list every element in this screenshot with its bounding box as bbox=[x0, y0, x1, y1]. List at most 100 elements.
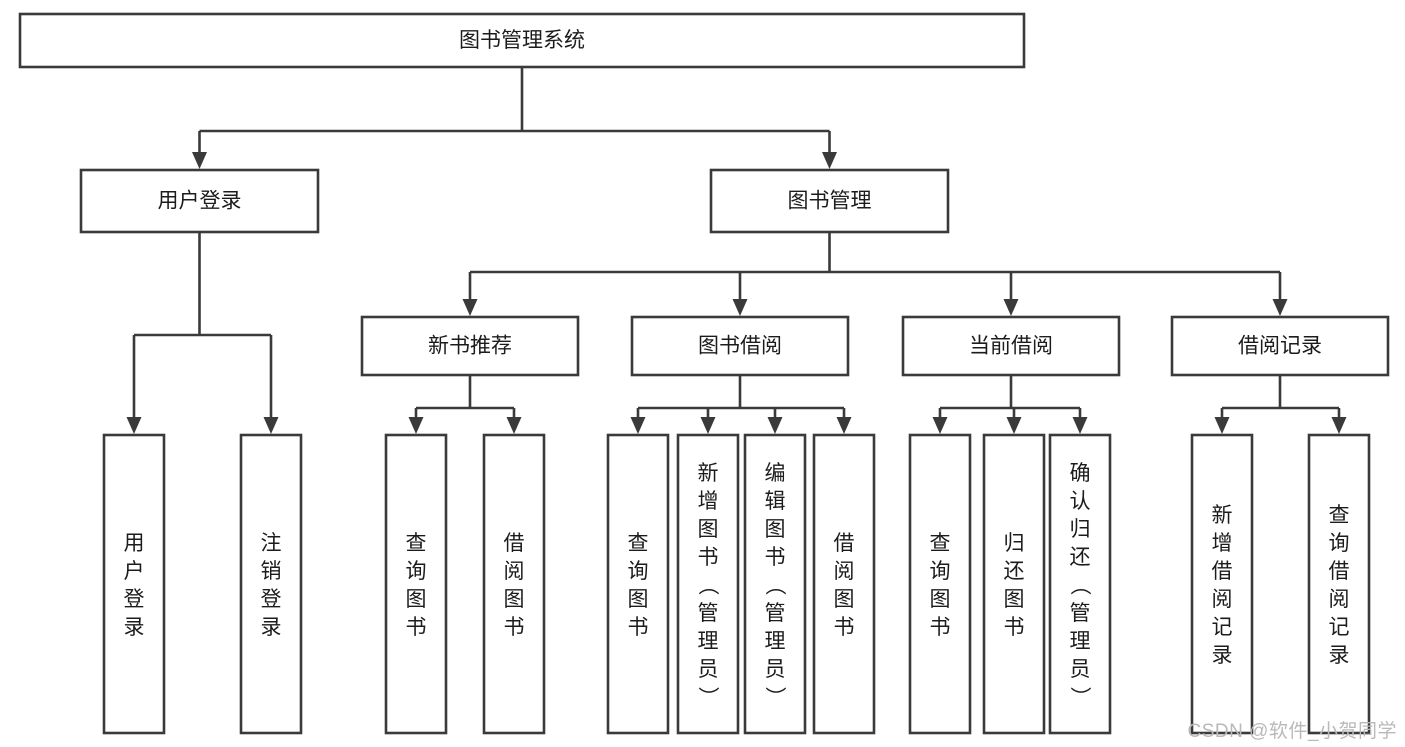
node-label-char: 查 bbox=[930, 532, 951, 555]
node-box[interactable] bbox=[982, 433, 1046, 735]
node-label-char: 借 bbox=[1212, 560, 1233, 583]
node-label-char: 询 bbox=[628, 560, 649, 583]
node-label: 图书借阅 bbox=[698, 335, 782, 358]
node-label-char: 增 bbox=[1212, 532, 1233, 555]
node-label-char: 认 bbox=[1070, 490, 1091, 513]
node-box[interactable] bbox=[1190, 433, 1254, 735]
node-label-char: 书 bbox=[628, 616, 649, 639]
connector-group bbox=[932, 375, 1088, 434]
node-box[interactable] bbox=[18, 12, 1026, 69]
node-box[interactable] bbox=[676, 433, 740, 735]
node-label-char: 图 bbox=[765, 518, 786, 541]
node-label-char: 询 bbox=[406, 560, 427, 583]
node-label-char: 注 bbox=[261, 532, 282, 555]
node-label-char: 理 bbox=[1070, 630, 1091, 653]
node-label-char: 记 bbox=[1212, 616, 1233, 639]
level3-node-borrow-record[interactable]: 借阅记录 bbox=[1170, 315, 1390, 377]
node-box[interactable] bbox=[743, 433, 807, 735]
node-label-char: 书 bbox=[765, 546, 786, 569]
arrow-head-icon bbox=[192, 152, 207, 169]
node-label-char: 录 bbox=[261, 616, 282, 639]
node-label-char: 询 bbox=[1329, 532, 1350, 555]
node-label-char: 图 bbox=[698, 518, 719, 541]
root-node-root[interactable]: 图书管理系统 bbox=[18, 12, 1026, 69]
connector-group bbox=[462, 232, 1288, 316]
leaf-node-leaf-user-login[interactable]: 用户登录 bbox=[102, 433, 166, 735]
node-label-char: 增 bbox=[698, 490, 719, 513]
node-label-char: 员 bbox=[765, 658, 786, 681]
node-label-char: ） bbox=[763, 686, 786, 707]
node-box[interactable] bbox=[102, 433, 166, 735]
node-box[interactable] bbox=[709, 168, 950, 234]
node-box[interactable] bbox=[901, 315, 1121, 377]
node-label-char: 书 bbox=[698, 546, 719, 569]
node-box[interactable] bbox=[606, 433, 670, 735]
node-label-char: ） bbox=[1068, 686, 1091, 707]
edges-layer bbox=[126, 67, 1347, 434]
node-label-char: 辑 bbox=[765, 490, 786, 513]
arrow-head-icon bbox=[822, 152, 837, 169]
node-label-char: 询 bbox=[930, 560, 951, 583]
node-box[interactable] bbox=[482, 433, 546, 735]
level3-node-current-borrow[interactable]: 当前借阅 bbox=[901, 315, 1121, 377]
node-label-char: 确 bbox=[1070, 462, 1091, 485]
node-label-char: 还 bbox=[1070, 546, 1091, 569]
node-box[interactable] bbox=[1307, 433, 1371, 735]
arrow-head-icon bbox=[630, 417, 646, 434]
level3-node-book-borrow[interactable]: 图书借阅 bbox=[630, 315, 850, 377]
arrow-head-icon bbox=[732, 299, 748, 316]
arrow-head-icon bbox=[700, 417, 716, 434]
node-label-char: 记 bbox=[1329, 616, 1350, 639]
level3-node-new-book-rec[interactable]: 新书推荐 bbox=[360, 315, 580, 377]
node-box[interactable] bbox=[1048, 433, 1112, 735]
node-box[interactable] bbox=[360, 315, 580, 377]
node-label-char: 管 bbox=[765, 602, 786, 625]
node-box[interactable] bbox=[908, 433, 972, 735]
node-box[interactable] bbox=[384, 433, 448, 735]
node-label: 图书管理系统 bbox=[459, 29, 585, 52]
node-box[interactable] bbox=[812, 433, 876, 735]
level2-node-user-login[interactable]: 用户登录 bbox=[79, 168, 320, 234]
node-label: 用户登录 bbox=[158, 190, 242, 213]
level2-node-book-manage[interactable]: 图书管理 bbox=[709, 168, 950, 234]
node-label-char: 查 bbox=[628, 532, 649, 555]
arrow-head-icon bbox=[767, 417, 783, 434]
arrow-head-icon bbox=[1214, 417, 1230, 434]
node-label-char: 图 bbox=[628, 588, 649, 611]
node-label-char: 销 bbox=[261, 560, 282, 583]
node-label-char: 登 bbox=[124, 588, 145, 611]
node-label-char: 借 bbox=[834, 532, 855, 555]
node-box[interactable] bbox=[1170, 315, 1390, 377]
node-label-char: 新 bbox=[1212, 504, 1233, 527]
node-label-char: 书 bbox=[930, 616, 951, 639]
node-label-char: 借 bbox=[1329, 560, 1350, 583]
node-label-char: 理 bbox=[698, 630, 719, 653]
connector-group bbox=[192, 67, 837, 169]
arrow-head-icon bbox=[1006, 417, 1022, 434]
node-label-char: 员 bbox=[698, 658, 719, 681]
node-label-char: 录 bbox=[1212, 644, 1233, 667]
node-box[interactable] bbox=[79, 168, 320, 234]
node-box[interactable] bbox=[239, 433, 303, 735]
arrow-head-icon bbox=[836, 417, 852, 434]
node-label-char: 阅 bbox=[834, 560, 855, 583]
node-box[interactable] bbox=[630, 315, 850, 377]
